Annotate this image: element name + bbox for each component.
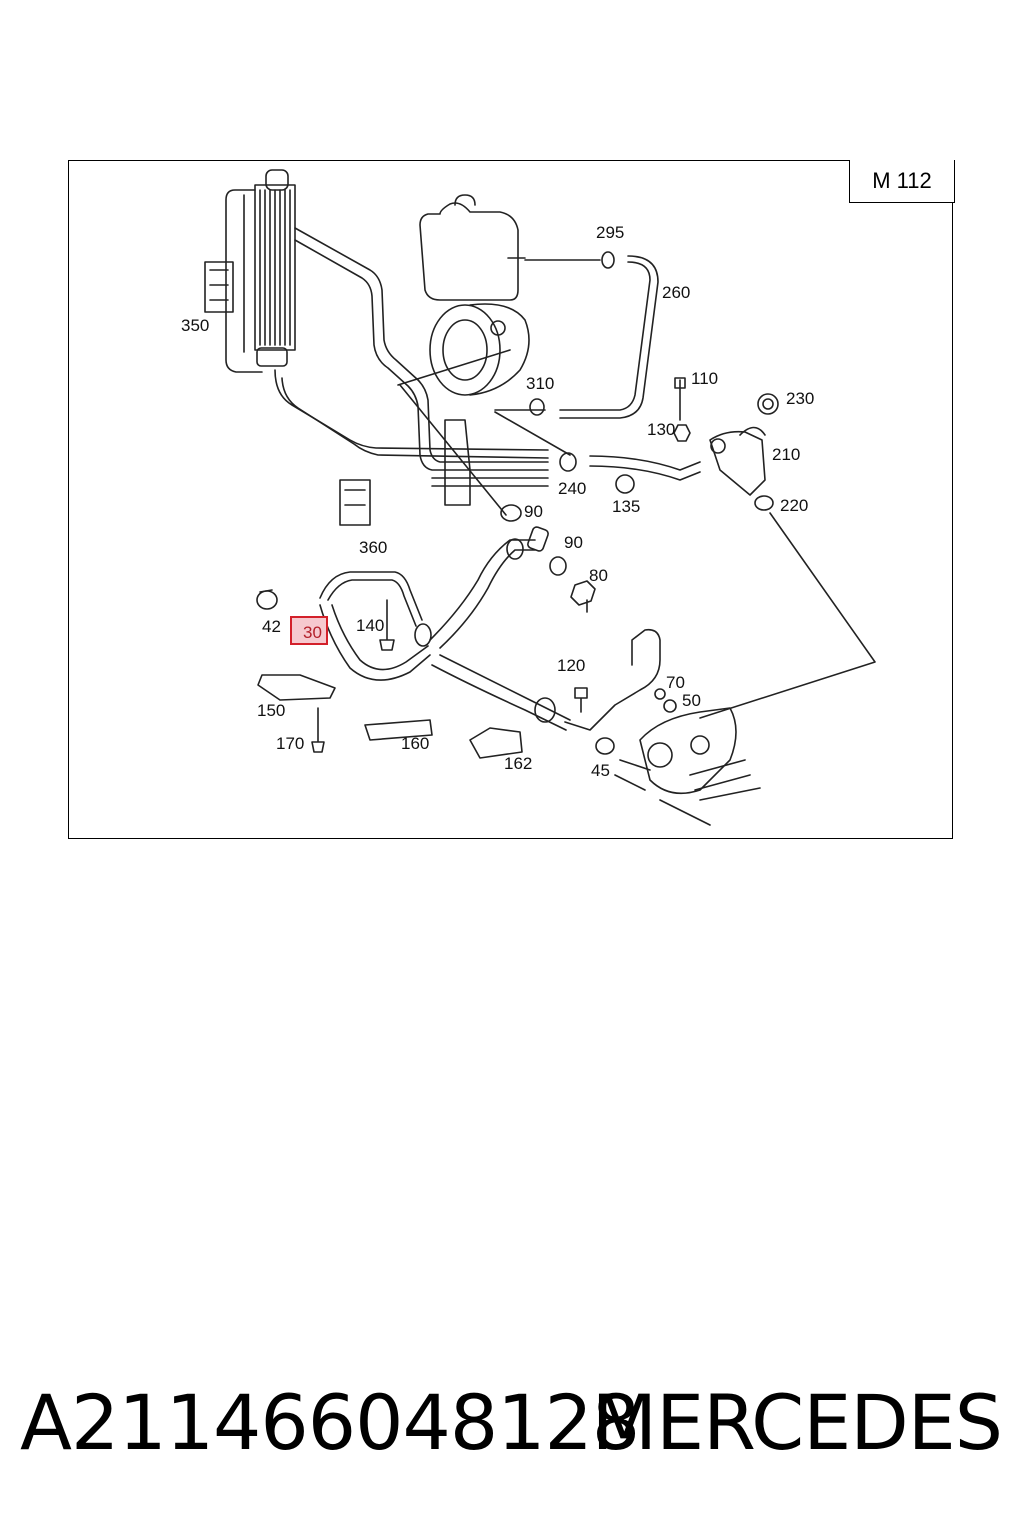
small-parts-drawing <box>256 479 677 759</box>
callout-50: 50 <box>682 691 701 710</box>
callout-70: 70 <box>666 673 685 692</box>
return-line-drawing <box>559 377 876 719</box>
callout-130: 130 <box>647 420 675 439</box>
callout-310: 310 <box>526 374 554 393</box>
callout-140: 140 <box>356 616 384 635</box>
callout-162: 162 <box>504 754 532 773</box>
callout-42: 42 <box>262 617 281 636</box>
callout-45: 45 <box>591 761 610 780</box>
pump-reservoir-drawing <box>397 194 571 516</box>
callout-80: 80 <box>589 566 608 585</box>
callout-150: 150 <box>257 701 285 720</box>
callout-135: 135 <box>612 497 640 516</box>
callout-260: 260 <box>662 283 690 302</box>
brand-name: MERCEDES <box>591 1378 1003 1467</box>
callout-90-lower: 90 <box>564 533 583 552</box>
callout-350: 350 <box>181 316 209 335</box>
oil-cooler-drawing <box>204 169 296 367</box>
diagram-frame <box>68 160 953 839</box>
footer: A211466048128 MERCEDES <box>0 1378 1024 1468</box>
part-number: A211466048128 <box>20 1378 640 1467</box>
callout-labels: 295 260 350 310 110 230 130 210 240 135 … <box>181 223 814 780</box>
callout-170: 170 <box>276 734 304 753</box>
model-code-box: M 112 <box>849 160 955 203</box>
parts-drawing: 295 260 350 310 110 230 130 210 240 135 … <box>181 169 876 826</box>
pressure-hose-30-drawing <box>319 526 661 731</box>
callout-90-upper: 90 <box>524 502 543 521</box>
callout-120: 120 <box>557 656 585 675</box>
callout-230: 230 <box>786 389 814 408</box>
callout-30: 30 <box>303 623 322 642</box>
callout-220: 220 <box>780 496 808 515</box>
callout-160: 160 <box>401 734 429 753</box>
cooler-lines-drawing <box>225 189 549 487</box>
callout-210: 210 <box>772 445 800 464</box>
callout-110: 110 <box>691 369 718 388</box>
model-code: M 112 <box>872 168 932 193</box>
callout-295: 295 <box>596 223 624 242</box>
callout-240: 240 <box>558 479 586 498</box>
hose-260-drawing <box>524 251 659 419</box>
steering-gear-drawing <box>614 707 761 826</box>
callout-30-highlight <box>290 616 328 645</box>
callout-360: 360 <box>359 538 387 557</box>
